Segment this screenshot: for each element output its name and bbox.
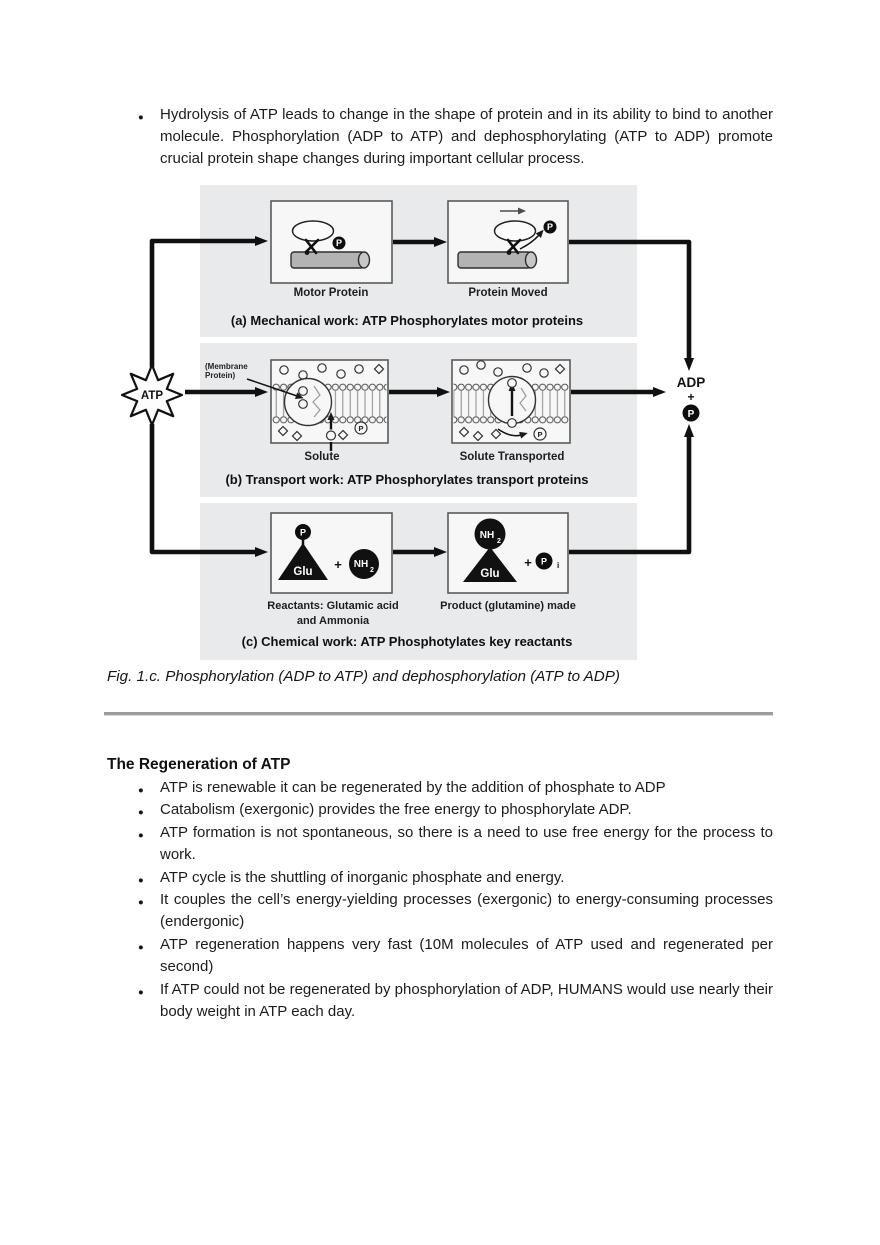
figure-panel-backgrounds [200, 185, 637, 660]
ammonia-circle [349, 549, 379, 579]
motor-protein-head [493, 220, 537, 242]
arrow-atp-to-panel-c [149, 424, 268, 557]
motor-protein-label: Motor Protein [294, 287, 369, 299]
section-divider [104, 712, 773, 716]
inorganic-phosphate-subscript: i [557, 561, 559, 570]
list-item: ATP formation is not spontaneous, so the… [135, 822, 773, 867]
phosphate-badge [543, 220, 557, 234]
figure-caption: Fig. 1.c. Phosphorylation (ADP to ATP) a… [107, 668, 620, 685]
transport-protein-right: P [487, 375, 547, 441]
nh-subscript: 2 [497, 538, 501, 545]
glu-label: Glu [293, 566, 312, 578]
intro-bullet-item: Hydrolysis of ATP leads to change in the… [135, 104, 773, 170]
transport-protein-left: P [283, 377, 368, 451]
phosphate-badge-label: P [300, 528, 306, 538]
solute-particles-right [458, 360, 566, 442]
microtubule-cylinder [290, 251, 365, 269]
solute-particles-left [277, 363, 385, 442]
solute-label: Solute [304, 451, 339, 463]
panel-c: P Glu + NH 2 NH 2 Glu + P [242, 512, 576, 649]
reactants-label-line1: Reactants: Glutamic acid [267, 600, 398, 612]
cylinder-end-cap [524, 251, 538, 269]
motor-protein-legs [506, 238, 522, 255]
protein-moved-illustration: P [457, 207, 557, 269]
nh-subscript: 2 [370, 567, 374, 574]
phosphate-release-arrow [519, 229, 544, 250]
phosphate-outline-icon [533, 427, 547, 441]
product-illustration: NH 2 Glu + P i [463, 518, 559, 582]
list-item: It couples the cell’s energy-yielding pr… [135, 889, 773, 934]
arrow-panel-a-to-adp [569, 239, 694, 371]
glu-label: Glu [480, 568, 499, 580]
regeneration-bullet-list: ATP is renewable it can be regenerated b… [135, 777, 773, 1023]
membrane-protein-pointer-arrow [246, 378, 304, 399]
list-item: Catabolism (exergonic) provides the free… [135, 799, 773, 825]
glutamine-triangle [463, 547, 517, 582]
list-item: ATP cycle is the shuttling of inorganic … [135, 867, 773, 893]
membrane-protein-callout: (Membrane Protein) [205, 362, 304, 399]
cylinder-end-cap [357, 251, 371, 269]
glutamic-acid-triangle [278, 543, 328, 580]
phosphate-outline-label: P [358, 424, 363, 433]
nh-label: NH [480, 530, 494, 541]
reactants-label-line2: and Ammonia [297, 615, 370, 627]
motor-protein-head [291, 220, 335, 242]
phosphate-release-arrow [497, 428, 528, 439]
panel-c-caption: (c) Chemical work: ATP Phosphotylates ke… [242, 634, 573, 649]
phosphate-badge-label: P [688, 409, 695, 420]
atp-work-figure: ATP ADP + P P [107, 183, 773, 661]
section-heading: The Regeneration of ATP [107, 756, 291, 773]
motor-protein-box [270, 200, 393, 284]
adp-product-group: ADP + P [677, 375, 706, 422]
atp-work-figure-svg: ATP ADP + P P [120, 185, 706, 660]
phosphate-badge-label: P [336, 238, 342, 248]
reactants-illustration: P Glu + NH 2 [278, 524, 379, 580]
motor-protein-legs [304, 238, 320, 255]
starburst-shape [120, 363, 184, 427]
inorganic-phosphate-label: P [541, 557, 547, 567]
panel-a: P P Motor Protein Protein Moved (a) Mech… [231, 200, 583, 328]
intro-bullet-list: Hydrolysis of ATP leads to change in the… [135, 104, 773, 170]
panel-b-caption: (b) Transport work: ATP Phosphorylates t… [225, 472, 588, 487]
phosphate-outline-icon [354, 421, 368, 435]
product-label: Product (glutamine) made [440, 600, 576, 612]
phosphate-outline-label: P [537, 430, 542, 439]
solute-transported-label: Solute Transported [460, 451, 565, 463]
list-item: If ATP could not be regenerated by phosp… [135, 979, 773, 1024]
membrane-protein-label-line1: (Membrane [205, 362, 248, 371]
plus-sign: + [334, 557, 342, 572]
list-item: ATP regeneration happens very fast (10M … [135, 934, 773, 979]
nh-label: NH [354, 559, 368, 570]
panel-b: P (Membrane Protein) [205, 359, 589, 487]
atp-cycle-arrows [149, 236, 694, 557]
plus-sign: + [524, 555, 532, 570]
adp-plus-sign: + [687, 390, 694, 404]
atp-label: ATP [141, 390, 163, 402]
panel-a-caption: (a) Mechanical work: ATP Phosphorylates … [231, 313, 583, 328]
protein-moved-label: Protein Moved [468, 287, 547, 299]
adp-label: ADP [677, 375, 706, 390]
phosphate-badge [295, 524, 311, 540]
arrow-panel-c-to-adp [569, 424, 694, 555]
atp-starburst: ATP [120, 363, 184, 427]
motor-protein-foot [506, 250, 512, 255]
motor-protein-foot [304, 250, 310, 255]
motor-protein-illustration: P [290, 220, 371, 269]
phosphate-badge-label: P [547, 222, 553, 232]
inorganic-phosphate-badge [535, 552, 553, 570]
list-item: ATP is renewable it can be regenerated b… [135, 777, 773, 803]
phosphate-badge [682, 404, 700, 422]
microtubule-cylinder [457, 251, 532, 269]
phosphate-badge [332, 236, 346, 250]
membrane-protein-label-line2: Protein) [205, 371, 236, 380]
arrow-atp-to-panel-a [149, 236, 268, 367]
ammonia-circle [474, 518, 506, 550]
